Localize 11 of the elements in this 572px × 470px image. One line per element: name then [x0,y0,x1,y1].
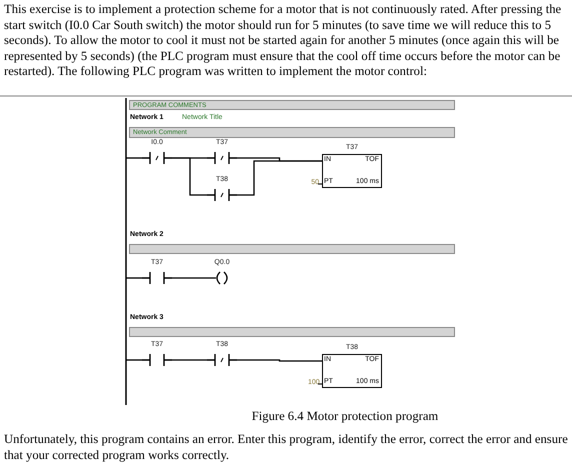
wire [237,160,322,196]
paragraph: Unfortunately, this program contains an error. Enter this program, identify the error, correct the error and ensure that your corrected program works correctly. [4,432,569,463]
wire [172,277,207,279]
wire [172,359,207,361]
wire [237,359,322,362]
figure-caption: Figure 6.4 Motor protection program [250,409,440,424]
paragraph: This exercise is to implement a protection scheme for a motor that is not continuously rated. After pressing the start switch (I0.0 Car South switch) the motor should run for 5 minutes (to save time we will reduce this to 5 seconds). To allow the motor to cool it must not be started again for another 5 minutes (once again this will be represented by 5 seconds) (the PLC program must ensure that the cool off time occurs before the motor can be restarted). The following PLC program was written to implement the motor control: [4,2,562,80]
wire [126,277,142,279]
wire [172,157,207,196]
wire [126,359,142,361]
wire [126,157,142,159]
